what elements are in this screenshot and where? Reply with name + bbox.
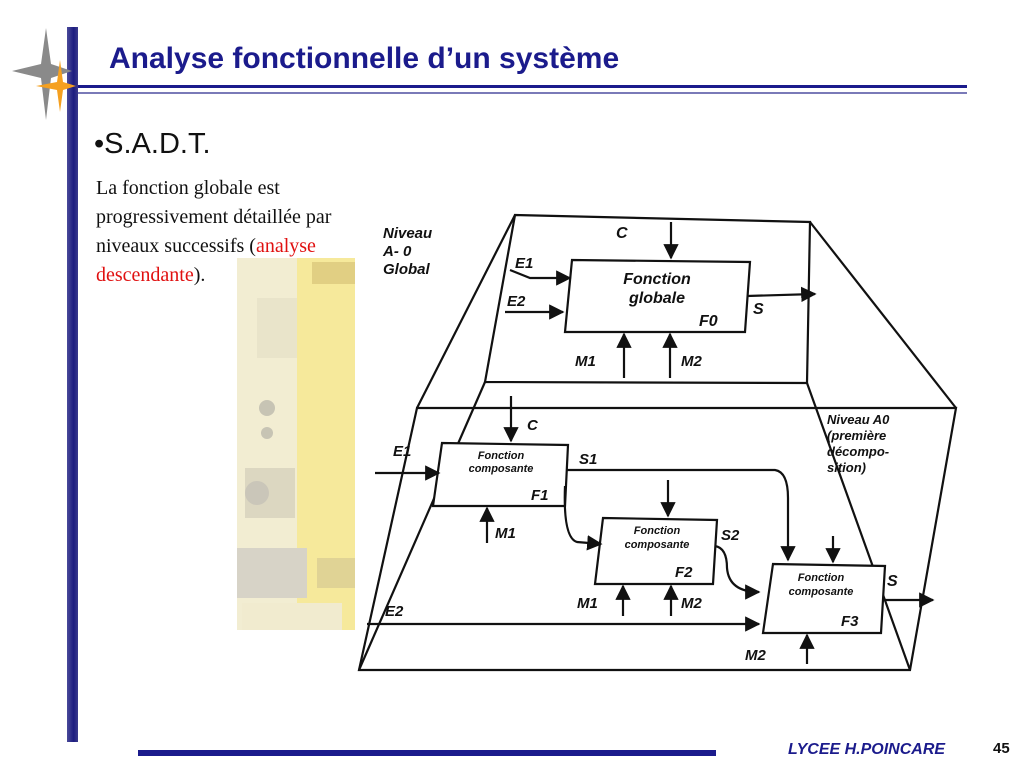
level-bottom-line2: (première — [827, 428, 886, 443]
label-e2-bottom: E2 — [385, 603, 404, 620]
global-function-box — [563, 258, 752, 334]
function-box-f2 — [593, 516, 719, 586]
description-paragraph: La fonction globale est progressivement … — [96, 174, 366, 290]
star-gray-shape — [12, 28, 72, 120]
title-underline-thin — [78, 92, 967, 94]
label-m1-f1: M1 — [495, 525, 516, 542]
label-c-top: C — [616, 225, 628, 242]
f1-id: F1 — [531, 487, 549, 504]
sadt-diagram: Niveau A- 0 Global Niveau A0 (première d… — [357, 213, 958, 672]
label-e1-top: E1 — [515, 255, 533, 272]
slide-title: Analyse fonctionnelle d’un système — [109, 42, 620, 75]
global-box-line2: globale — [628, 290, 685, 307]
f3-line2: composante — [789, 586, 854, 598]
label-m1-f2: M1 — [577, 595, 598, 612]
highlighted-term: analyse descendante — [96, 235, 316, 286]
level-bottom-line4: sition) — [827, 460, 866, 475]
star-orange-shape — [36, 60, 76, 112]
function-box-f3 — [761, 562, 887, 635]
f2-id: F2 — [675, 564, 693, 581]
global-arrows — [505, 222, 817, 378]
f2-line1: Fonction — [634, 525, 681, 537]
level-top-line3: Global — [383, 261, 431, 278]
f1-line1: Fonction — [478, 450, 525, 462]
paragraph-end: ). — [193, 264, 206, 286]
label-s2: S2 — [721, 527, 740, 544]
label-s1: S1 — [579, 451, 597, 468]
f3-line1: Fonction — [798, 572, 845, 584]
bullet-heading: •S.A.D.T. — [94, 128, 211, 160]
star-logo-icon — [12, 28, 76, 120]
background-machine-photo — [237, 258, 355, 630]
level-top-line2: A- 0 — [382, 243, 412, 260]
level-bottom-line1: Niveau A0 — [827, 412, 890, 427]
label-e1-bottom: E1 — [393, 443, 411, 460]
f2-line2: composante — [625, 539, 690, 551]
footer-line — [138, 750, 716, 756]
level-top-line1: Niveau — [383, 225, 432, 242]
f1-line2: composante — [469, 463, 534, 475]
paragraph-text: La fonction globale est progressivement … — [96, 177, 332, 257]
decomposition-arrows — [367, 396, 935, 664]
left-accent-bar — [67, 27, 78, 742]
label-e2-top: E2 — [507, 293, 526, 310]
page-number: 45 — [993, 740, 1010, 757]
global-box-id: F0 — [699, 313, 718, 330]
label-m2-f3: M2 — [745, 647, 766, 664]
label-m2-f2: M2 — [681, 595, 702, 612]
global-box-line1: Fonction — [623, 271, 691, 288]
label-m2-top: M2 — [681, 353, 702, 370]
label-s-bottom: S — [887, 573, 898, 590]
title-underline — [78, 85, 967, 88]
label-c-bottom: C — [527, 417, 539, 434]
f3-id: F3 — [841, 613, 859, 630]
label-s-top: S — [753, 301, 764, 318]
level-bottom-line3: décompo- — [827, 444, 889, 459]
frustum-outline — [357, 213, 958, 672]
footer-school-name: LYCEE H.POINCARE — [788, 741, 946, 758]
label-m1-top: M1 — [575, 353, 596, 370]
